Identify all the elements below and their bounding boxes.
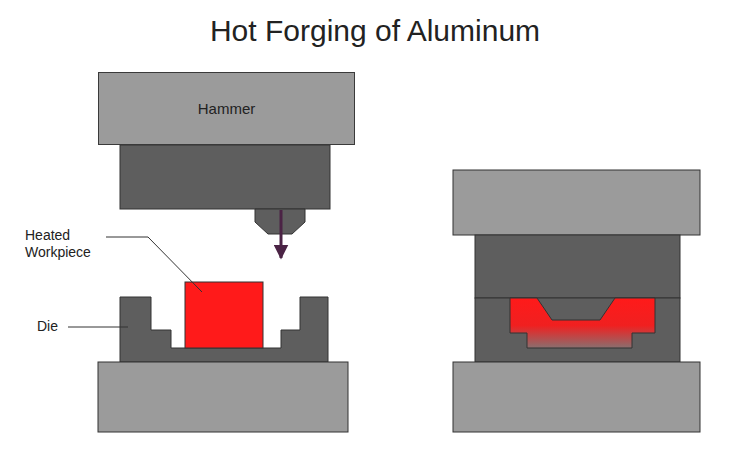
callout-label: Die bbox=[37, 318, 65, 335]
lower-die bbox=[475, 298, 680, 362]
heated-workpiece bbox=[185, 282, 263, 348]
hammer-block bbox=[453, 170, 700, 235]
part-name: Hammer bbox=[198, 100, 256, 117]
upper-die bbox=[475, 235, 680, 298]
anvil-base bbox=[98, 362, 348, 432]
leader-line bbox=[106, 237, 202, 292]
leader-line bbox=[68, 327, 128, 328]
anvil-base bbox=[453, 362, 700, 432]
hammer-head bbox=[120, 145, 330, 234]
diagram-title: Hot Forging of Aluminum bbox=[0, 14, 750, 48]
hammer-box: Hammer bbox=[98, 72, 355, 145]
callout-label: Heated Workpiece bbox=[25, 227, 103, 261]
forged-part bbox=[510, 298, 655, 348]
motion-arrow bbox=[280, 210, 283, 258]
